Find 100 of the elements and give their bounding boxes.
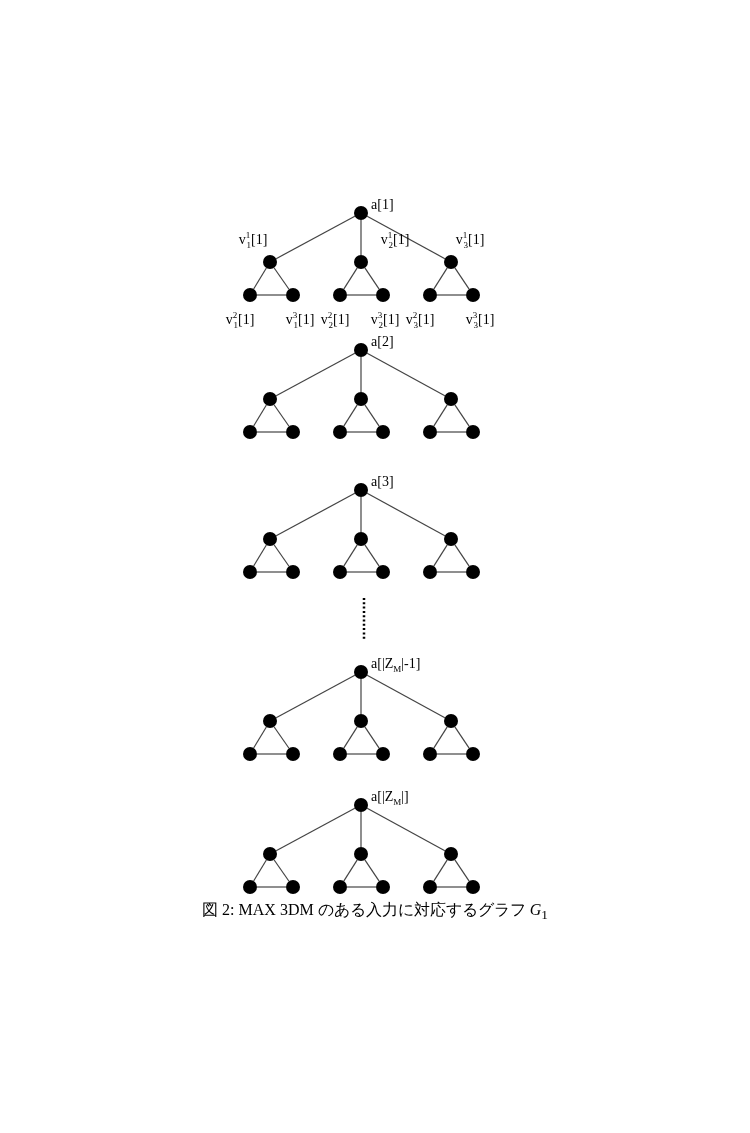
vertex-dot xyxy=(263,392,277,406)
vertex-label: v$^{1}$$_{2}$[1] xyxy=(380,233,410,247)
edge-line xyxy=(364,404,380,427)
vertex-label: v$^{3}$$_{2}$[1] xyxy=(370,313,400,327)
vertex-dot xyxy=(263,847,277,861)
vertex-dot xyxy=(243,425,257,439)
edge-line xyxy=(436,753,467,755)
edge-line xyxy=(436,431,467,433)
vertex-dot xyxy=(444,532,458,546)
edge-line xyxy=(436,294,467,296)
edge-line xyxy=(273,859,290,882)
edge-line xyxy=(343,859,358,882)
edge-line xyxy=(273,544,290,567)
edge-line xyxy=(364,859,380,882)
vertex-dot xyxy=(376,747,390,761)
vertex-label: v$^{2}$$_{1}$[1] xyxy=(225,313,255,327)
edge-line xyxy=(275,807,356,852)
edge-line xyxy=(275,492,356,537)
vertex-dot xyxy=(376,425,390,439)
vertex-dot xyxy=(286,747,300,761)
vertex-dot xyxy=(376,565,390,579)
vertex-dot xyxy=(286,880,300,894)
vertex-dot xyxy=(333,880,347,894)
edge-line xyxy=(343,544,358,567)
vertex-dot xyxy=(423,565,437,579)
edge-line xyxy=(360,678,362,715)
edge-line xyxy=(364,267,380,290)
edge-line xyxy=(253,726,267,749)
vertex-dot xyxy=(263,532,277,546)
vertex-dot xyxy=(354,532,368,546)
vertex-label: a[|Z$_{M}$|-1] xyxy=(371,657,421,671)
edge-line xyxy=(346,431,377,433)
edge-line xyxy=(253,267,267,290)
vertex-dot xyxy=(466,425,480,439)
vertex-dot xyxy=(243,565,257,579)
edge-line xyxy=(360,811,362,848)
edge-line xyxy=(366,215,446,260)
vertex-dot xyxy=(243,880,257,894)
edge-line xyxy=(346,571,377,573)
vertex-dot xyxy=(286,565,300,579)
vertex-dot xyxy=(263,714,277,728)
edge-line xyxy=(256,753,287,755)
edge-line xyxy=(360,356,362,393)
edge-line xyxy=(275,352,356,397)
edge-line xyxy=(433,726,448,749)
edge-line xyxy=(343,726,358,749)
vertex-dot xyxy=(423,747,437,761)
edge-line xyxy=(273,267,290,290)
vertex-label: a[2] xyxy=(371,335,394,349)
vertex-dot xyxy=(354,847,368,861)
edge-line xyxy=(253,544,267,567)
vertex-dot xyxy=(243,747,257,761)
vertex-dot xyxy=(333,425,347,439)
edge-line xyxy=(256,886,287,888)
vertex-label: a[3] xyxy=(371,475,394,489)
edge-line xyxy=(346,753,377,755)
vertex-dot xyxy=(444,847,458,861)
edge-line xyxy=(273,404,290,427)
edge-line xyxy=(454,726,470,749)
edge-line xyxy=(273,726,290,749)
vertex-label: v$^{2}$$_{2}$[1] xyxy=(320,313,350,327)
edge-line xyxy=(454,267,470,290)
edge-line xyxy=(454,404,470,427)
vertex-dot xyxy=(423,880,437,894)
vertex-dot xyxy=(376,880,390,894)
vertex-dot xyxy=(286,425,300,439)
edge-line xyxy=(454,544,470,567)
edge-line xyxy=(346,294,377,296)
edge-line xyxy=(360,219,362,256)
vertex-dot xyxy=(466,747,480,761)
vertex-label: v$^{1}$$_{3}$[1] xyxy=(455,233,485,247)
vertex-dot xyxy=(354,392,368,406)
edge-line xyxy=(275,674,356,719)
edge-line xyxy=(454,859,470,882)
edge-line xyxy=(364,726,380,749)
vertex-label: v$^{3}$$_{3}$[1] xyxy=(465,313,495,327)
edge-line xyxy=(275,215,356,260)
vertex-label: v$^{3}$$_{1}$[1] xyxy=(285,313,315,327)
figure-caption: 図 2: MAX 3DM のある入力に対応するグラフ G$_{1}$ xyxy=(202,901,548,918)
edge-line xyxy=(256,571,287,573)
vertex-label: a[1] xyxy=(371,198,394,212)
edge-line xyxy=(436,571,467,573)
edge-line xyxy=(364,544,380,567)
vertex-label: a[|Z$_{M}$|] xyxy=(371,790,409,804)
edge-line xyxy=(433,404,448,427)
edge-line xyxy=(256,294,287,296)
edge-line xyxy=(360,496,362,533)
vertex-label: v$^{2}$$_{3}$[1] xyxy=(405,313,435,327)
edge-line xyxy=(366,674,446,719)
edge-line xyxy=(433,267,448,290)
edge-line xyxy=(343,267,358,290)
edge-line xyxy=(256,431,287,433)
edge-line xyxy=(343,404,358,427)
vertex-dot xyxy=(333,747,347,761)
edge-line xyxy=(253,859,267,882)
vertex-dot xyxy=(466,880,480,894)
vertex-dot xyxy=(444,714,458,728)
edge-line xyxy=(366,492,446,537)
edge-line xyxy=(346,886,377,888)
edge-line xyxy=(436,886,467,888)
